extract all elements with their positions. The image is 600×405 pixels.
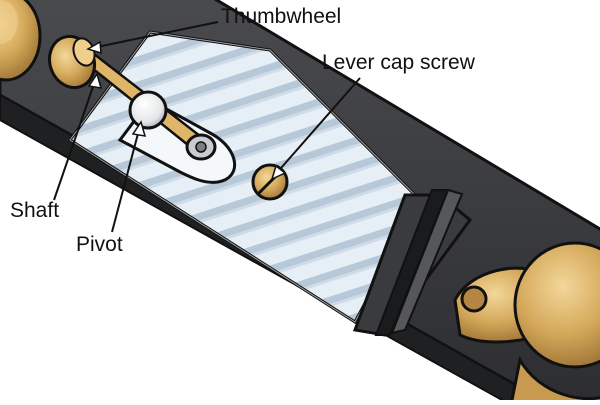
- label-lever-cap-screw: Lever cap screw: [322, 51, 475, 74]
- chipbreaker: [352, 188, 473, 337]
- shaft-nut: [185, 133, 217, 161]
- leader-shaft: [53, 72, 103, 201]
- rear-handle: [453, 241, 600, 405]
- leader-lever-cap-screw: [270, 77, 361, 181]
- label-shaft: Shaft: [10, 199, 60, 222]
- leader-pivot: [111, 120, 147, 233]
- pivot: [128, 90, 168, 130]
- thumbwheel: [47, 34, 97, 90]
- front-knob: [0, 0, 42, 82]
- label-pivot: Pivot: [76, 233, 123, 256]
- leader-thumbwheel: [86, 21, 219, 55]
- label-thumbwheel: Thumbwheel: [221, 5, 342, 28]
